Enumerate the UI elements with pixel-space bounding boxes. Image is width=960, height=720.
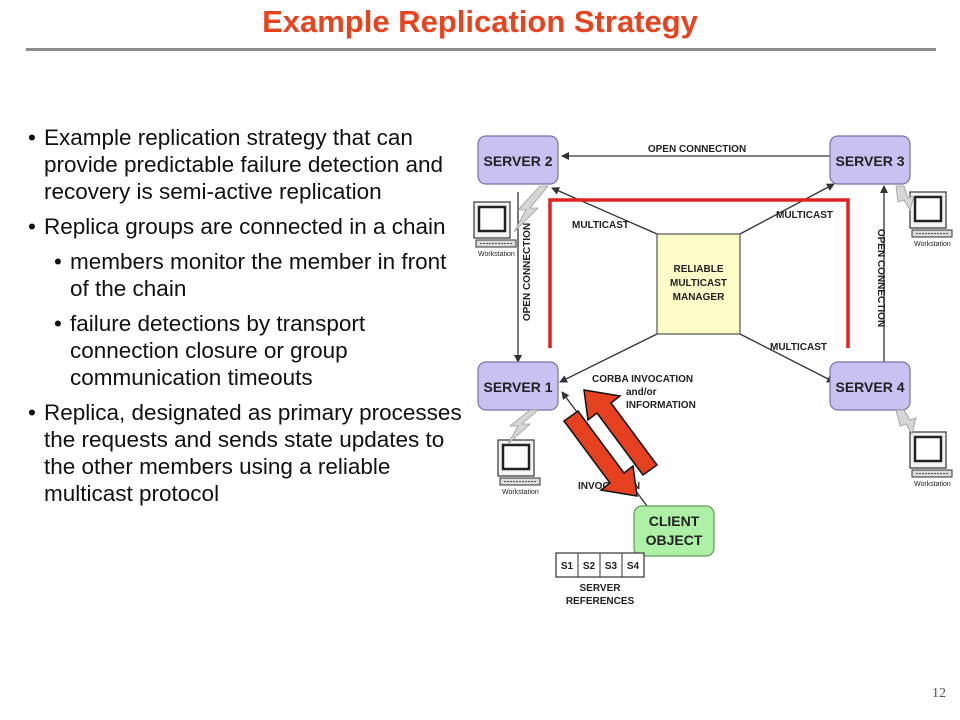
lightning-icon — [507, 409, 540, 445]
refs-caption-1: SERVER — [580, 583, 622, 594]
ref-s4: S4 — [627, 561, 640, 572]
server1-box: SERVER 1 — [477, 361, 559, 411]
server2-box: SERVER 2 — [477, 135, 559, 185]
ref-s2: S2 — [583, 561, 596, 572]
workstation-icon: Workstation — [496, 438, 542, 496]
title-divider — [26, 48, 936, 51]
svg-text:OBJECT: OBJECT — [646, 532, 703, 548]
refs-caption-2: REFERENCES — [566, 596, 635, 607]
svg-text:Workstation: Workstation — [478, 251, 515, 258]
lightning-icon — [513, 185, 549, 233]
lightning-icon — [895, 185, 915, 211]
replica-chain — [548, 198, 850, 348]
corba-label-line3: INFORMATION — [626, 400, 696, 411]
multicast-to-server3-line — [739, 183, 835, 235]
svg-text:SERVER 3: SERVER 3 — [836, 153, 905, 169]
server3-box: SERVER 3 — [829, 135, 911, 185]
multicast-bottom-label: MULTICAST — [770, 342, 827, 353]
multicast-manager-box: RELIABLE MULTICAST MANAGER — [656, 233, 741, 335]
subbullet-failure-detection: failure detections by transport connecti… — [54, 310, 468, 391]
multicast-to-server2-line — [551, 187, 658, 235]
svg-text:MULTICAST: MULTICAST — [670, 278, 727, 289]
bullet-semi-active: Example replication strategy that can pr… — [28, 124, 468, 205]
client-object-box: CLIENT OBJECT — [633, 505, 715, 557]
ref-s3: S3 — [605, 561, 618, 572]
workstation-icon: Workstation — [908, 430, 954, 488]
server4-box: SERVER 4 — [829, 361, 911, 411]
corba-label-line1: CORBA INVOCATION — [592, 374, 693, 385]
svg-text:Workstation: Workstation — [914, 241, 951, 248]
lightning-icon — [895, 409, 917, 436]
svg-text:Workstation: Workstation — [502, 489, 539, 496]
server-references-table: S1 S2 S3 S4 SERVER REFERENCES — [555, 552, 645, 607]
svg-text:SERVER 2: SERVER 2 — [484, 153, 553, 169]
slide-title: Example Replication Strategy — [262, 4, 698, 39]
multicast-to-server4-line — [739, 333, 835, 383]
request-arrow-up-icon — [583, 389, 659, 477]
multicast-left-label: MULTICAST — [572, 220, 629, 231]
subbullet-monitor: members monitor the member in front of t… — [54, 248, 468, 302]
svg-text:CLIENT: CLIENT — [649, 513, 700, 529]
open-connection-top-label: OPEN CONNECTION — [648, 144, 746, 155]
workstation-icon: Workstation — [908, 190, 954, 248]
corba-label-line2: and/or — [626, 387, 657, 398]
svg-text:MANAGER: MANAGER — [673, 292, 725, 303]
page-number: 12 — [932, 686, 946, 701]
svg-text:RELIABLE: RELIABLE — [674, 264, 724, 275]
ref-s1: S1 — [561, 561, 574, 572]
response-arrow-down-icon — [562, 409, 638, 497]
svg-text:Workstation: Workstation — [914, 481, 951, 488]
svg-text:SERVER 1: SERVER 1 — [484, 379, 553, 395]
multicast-right-label: MULTICAST — [776, 210, 833, 221]
bullet-list: Example replication strategy that can pr… — [28, 124, 468, 515]
corba-invocation-line — [559, 333, 658, 383]
open-connection-left-label: OPEN CONNECTION — [522, 223, 533, 321]
open-connection-right-label: OPEN CONNECTION — [875, 229, 886, 327]
bullet-chain: Replica groups are connected in a chain — [28, 213, 468, 240]
svg-text:SERVER 4: SERVER 4 — [836, 379, 905, 395]
workstation-icon: Workstation — [472, 200, 518, 258]
bullet-primary: Replica, designated as primary processes… — [28, 399, 468, 507]
